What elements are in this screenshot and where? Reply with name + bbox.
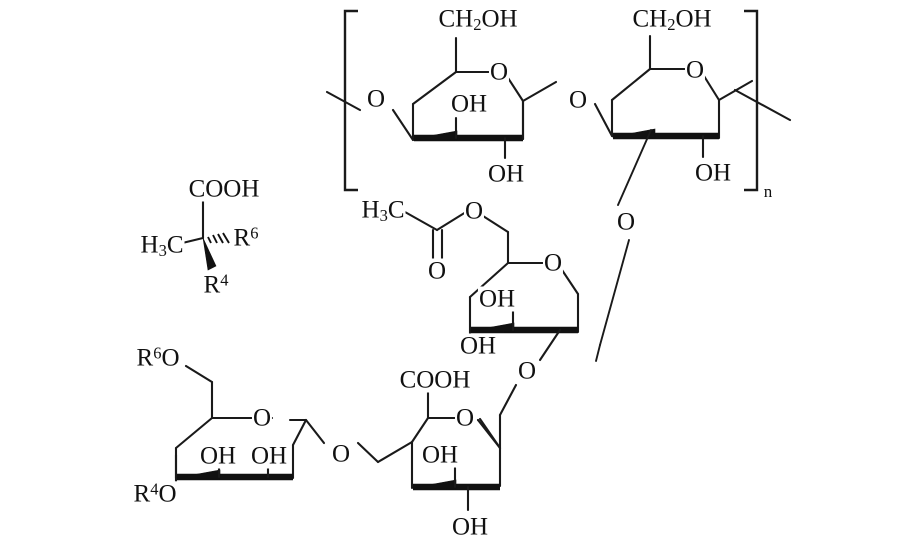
- pyruvate-methyl-label: H3C: [139, 231, 185, 261]
- pyruvate-carboxyl-label: COOH: [187, 175, 261, 203]
- mannose-c3-hydroxyl-label: OH: [477, 285, 517, 313]
- glucuronic-glycosidic-oxygen-label: O: [330, 440, 352, 468]
- unit1-left-glycosidic-oxygen-label: O: [365, 85, 387, 113]
- repeat-subscript-n: n: [763, 182, 773, 201]
- terminal-mannose-ring: [174, 364, 326, 496]
- right-bracket: [744, 9, 759, 192]
- terminal-mannose-c6-substituent-label: R6O: [135, 343, 181, 372]
- mannose-ring: [468, 261, 580, 362]
- unit2-c2-hydroxyl-label: OH: [693, 159, 733, 187]
- acetyl-methyl-label: H3C: [360, 196, 406, 226]
- glycosidic-link-1-2: [593, 67, 652, 138]
- glucuronic-acid-ring-oxygen-label: O: [454, 404, 476, 432]
- unit2-ring-oxygen-label: O: [684, 56, 706, 84]
- mannose-upper-link-oxygen-label: O: [615, 208, 637, 236]
- terminal-mannose-c3-hydroxyl-label: OH: [198, 442, 238, 470]
- pyruvate-r4-substituent-label: R4: [203, 270, 229, 299]
- backbone-unit-2-ring: [595, 34, 792, 362]
- glucuronic-acid-c2-hydroxyl-label: OH: [450, 513, 490, 541]
- pyruvate-r6-substituent-label: R6: [233, 223, 259, 252]
- mannose-ring-oxygen-label: O: [542, 249, 564, 277]
- mannose-lower-link-oxygen-label: O: [516, 357, 538, 385]
- acetyl-group: [403, 210, 510, 265]
- unit1-c6-hydroxymethyl-label: CH2OH: [437, 5, 519, 35]
- acetyl-carbonyl-oxygen-label: O: [426, 257, 448, 285]
- terminal-mannose-c2-hydroxyl-label: OH: [249, 442, 289, 470]
- hashed-wedge-to-r6: [207, 232, 230, 244]
- backbone-unit-1-ring: [325, 36, 558, 160]
- glucuronic-acid-carboxyl-label: COOH: [398, 366, 472, 394]
- unit1-c3-hydroxyl-label: OH: [449, 90, 489, 118]
- glucuronic-acid-ring: [356, 383, 518, 512]
- terminal-mannose-c4-substituent-label: R4O: [132, 479, 178, 508]
- unit2-c6-hydroxymethyl-label: CH2OH: [631, 5, 713, 35]
- left-bracket: [343, 9, 358, 192]
- glycosidic-oxygen-1-2-label: O: [567, 86, 589, 114]
- unit1-ring-oxygen-label: O: [488, 58, 510, 86]
- unit1-c2-hydroxyl-label: OH: [486, 160, 526, 188]
- terminal-mannose-ring-oxygen-label: O: [251, 404, 273, 432]
- glucuronic-acid-c3-hydroxyl-label: OH: [420, 441, 460, 469]
- acetyl-ester-oxygen-label: O: [463, 197, 485, 225]
- mannose-c4-hydroxyl-label: OH: [458, 332, 498, 360]
